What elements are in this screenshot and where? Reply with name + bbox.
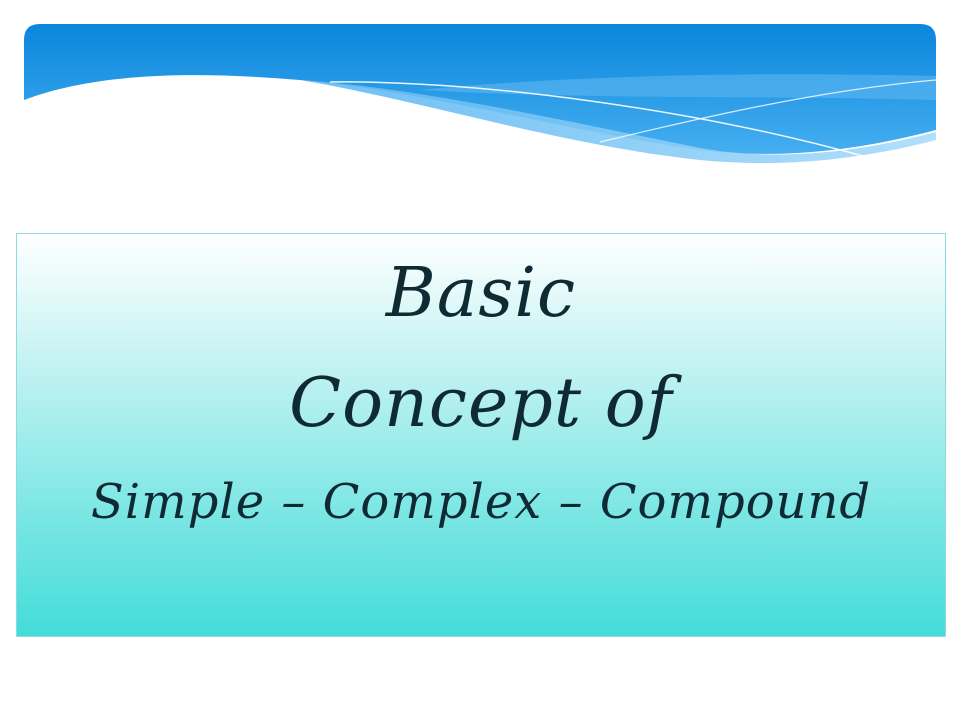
banner-wave-light [300, 80, 936, 164]
title-line-subtitle: Simple – Complex – Compound [90, 474, 872, 530]
title-line-basic: Basic [385, 254, 577, 333]
title-box: Basic Concept of Simple – Complex – Comp… [16, 233, 946, 637]
title-line-concept-of: Concept of [289, 364, 673, 443]
wave-banner [24, 24, 937, 164]
banner-swoosh-2 [599, 79, 937, 143]
banner-wave-mid [420, 74, 936, 100]
banner-swoosh-1 [329, 81, 871, 159]
